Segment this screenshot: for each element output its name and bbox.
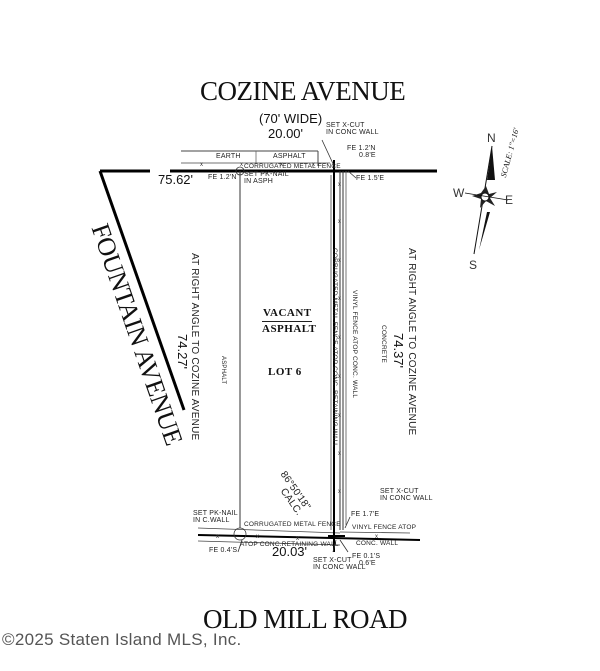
svg-text:x: x bbox=[338, 258, 341, 264]
compass-east-label: E bbox=[505, 193, 514, 207]
lot-label-divider bbox=[262, 321, 312, 322]
svg-text:x: x bbox=[296, 536, 299, 542]
street-label-old-mill-road: OLD MILL ROAD bbox=[203, 604, 407, 634]
fe-bottom-center-line1: FE 0.1'S bbox=[352, 553, 381, 560]
lot-number-label: LOT 6 bbox=[268, 366, 302, 378]
fe-top-right-line1: FE 1.2'N bbox=[347, 145, 376, 152]
pk-nail-top-line1: SET PK-NAIL bbox=[244, 171, 289, 178]
street-label-cozine-avenue: COZINE AVENUE bbox=[200, 76, 406, 106]
svg-text:x: x bbox=[256, 534, 259, 540]
bottom-frontage-dimension: 20.03' bbox=[272, 544, 308, 559]
street-width-label: (70' WIDE) bbox=[259, 111, 323, 126]
compass-north-label: N bbox=[487, 131, 496, 145]
top-x-cut-note-line1: SET X-CUT bbox=[326, 122, 365, 129]
svg-text:x: x bbox=[200, 162, 203, 168]
pk-nail-bottom-line2: IN C.WALL bbox=[193, 517, 230, 524]
svg-text:x: x bbox=[338, 335, 341, 341]
lot-status-label: VACANT bbox=[263, 307, 312, 319]
pk-nail-top-line2: IN ASPH bbox=[244, 178, 274, 185]
earth-label: EARTH bbox=[216, 153, 241, 160]
corrugated-fence-right-label: CORRUGATED METAL FENCE ATOP CONC. RETAIN… bbox=[331, 248, 338, 448]
svg-text:x: x bbox=[280, 162, 283, 168]
compass-rose-icon bbox=[464, 145, 509, 255]
right-side-note: AT RIGHT ANGLE TO COZINE AVENUE bbox=[406, 248, 417, 436]
top-x-cut-note-line2: IN CONC WALL bbox=[326, 129, 379, 136]
vinyl-fence-bottom-label: VINYL FENCE ATOP bbox=[352, 524, 417, 531]
left-depth-dimension: 74.27' bbox=[175, 334, 190, 370]
svg-text:x: x bbox=[338, 374, 341, 380]
asphalt-top-label: ASPHALT bbox=[273, 153, 306, 160]
svg-text:x: x bbox=[338, 413, 341, 419]
pk-nail-bottom-line1: SET PK-NAIL bbox=[193, 510, 238, 517]
vinyl-fence-right-label: VINYL FENCE ATOP CONC. WALL bbox=[351, 290, 358, 399]
fe-bottom-right: FE 1.7'E bbox=[351, 511, 380, 518]
bottom-x-cut-line2: IN CONC WALL bbox=[313, 564, 366, 571]
svg-text:x: x bbox=[216, 534, 219, 540]
x-cut-right-line1: SET X-CUT bbox=[380, 488, 419, 495]
corrugated-fence-top-label: CORRUGATED METAL FENCE bbox=[244, 163, 341, 170]
top-frontage-dimension: 20.00' bbox=[268, 126, 304, 141]
concrete-label: CONCRETE bbox=[380, 325, 387, 364]
svg-text:x: x bbox=[312, 162, 315, 168]
bottom-x-cut-line1: SET X-CUT bbox=[313, 557, 352, 564]
fe-bottom-center-line2: 0.6'E bbox=[359, 560, 376, 567]
compass-west-label: W bbox=[453, 186, 465, 200]
svg-text:x: x bbox=[338, 296, 341, 302]
asphalt-left-label: ASPHALT bbox=[220, 356, 226, 385]
fe-top-right-line2: 0.8'E bbox=[359, 152, 376, 159]
lot-surface-label: ASPHALT bbox=[262, 323, 317, 335]
compass-south-label: S bbox=[469, 258, 478, 272]
svg-text:x: x bbox=[338, 451, 341, 457]
right-depth-dimension: 74.37' bbox=[391, 333, 406, 369]
svg-text:x: x bbox=[338, 182, 341, 188]
svg-text:x: x bbox=[338, 489, 341, 495]
fe-top-right-2: FE 1.5'E bbox=[356, 175, 385, 182]
fe-bottom-left: FE 0.4'S bbox=[209, 547, 238, 554]
svg-text:x: x bbox=[338, 219, 341, 225]
retaining-wall-bottom-label: ATOP CONC.RETAINING WALL bbox=[240, 541, 339, 548]
conc-wall-bottom-label: CONC. WALL bbox=[356, 540, 399, 547]
corrugated-fence-bottom-label: CORRUGATED METAL FENCE bbox=[244, 521, 341, 528]
fe-top-left: FE 1.2'N bbox=[208, 174, 237, 181]
svg-text:x: x bbox=[240, 162, 243, 168]
copyright-notice: ©2025 Staten Island MLS, Inc. bbox=[2, 630, 242, 649]
svg-text:x: x bbox=[375, 534, 378, 540]
cozine-offset-dimension: 75.62' bbox=[158, 172, 194, 187]
x-cut-right-line2: IN CONC WALL bbox=[380, 495, 433, 502]
left-side-note: AT RIGHT ANGLE TO COZINE AVENUE bbox=[189, 253, 200, 441]
